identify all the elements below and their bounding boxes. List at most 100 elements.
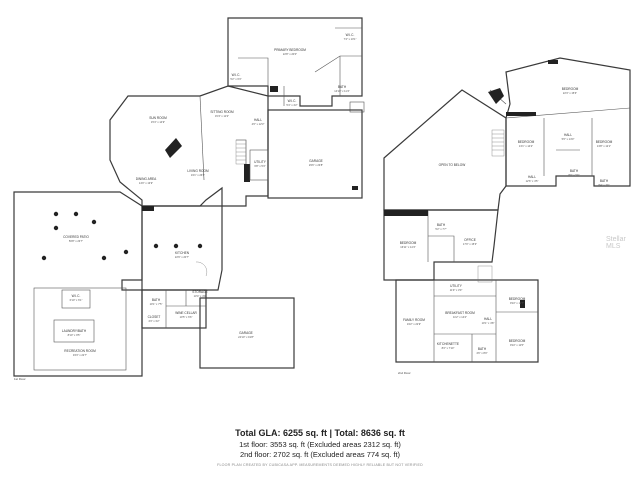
- room-name-garage-bottom: GARAGE: [239, 331, 253, 335]
- room-dim-wic-top: 7'4" x 10'1": [344, 37, 357, 41]
- room-dim-garage-top: 29'6" x 23'8": [309, 163, 323, 167]
- room-dim-covered-patio: 56'8" x 23'7": [69, 239, 83, 243]
- room-dim-bath-1: 10'1" x 7'5": [150, 302, 163, 306]
- room-dim-bedroom-left: 13'1" x 14'2": [519, 144, 533, 148]
- room-name-wine-cellar: WINE CELLAR: [175, 311, 197, 315]
- room-dim-utility-2: 11'9" x 3'0": [450, 288, 463, 292]
- room-name-bedroom-right: BEDROOM: [596, 140, 613, 144]
- room-name-sitting-room: SITTING ROOM: [210, 110, 234, 114]
- room-dim-hall-1: 4'6" x 12'3": [252, 122, 265, 126]
- total-area-line: Total GLA: 6255 sq. ft | Total: 8636 sq.…: [235, 428, 405, 438]
- first-floor-label: 1st Floor: [14, 377, 26, 381]
- room-name-hall-3: HALL: [528, 175, 536, 179]
- room-dim-utility-1: 6'8" x 5'3": [254, 164, 265, 168]
- room-dim-sitting-room: 15'4" x 11'3": [215, 114, 229, 118]
- room-name-sun-room: SUN ROOM: [149, 116, 167, 120]
- living-block-walls: [109, 85, 269, 207]
- room-dim-wine-cellar: 10'5" x 6'6": [180, 315, 193, 319]
- room-name-wic-mid: W.I.C.: [232, 73, 241, 77]
- open-to-below-walls: [383, 89, 507, 211]
- room-name-bath-1: BATH: [152, 298, 161, 302]
- room-name-bath-3: BATH: [600, 179, 609, 183]
- second-floor-area-line: 2nd floor: 2702 sq. ft (Excluded areas 7…: [239, 450, 401, 459]
- room-dim-bath-3: 8'4" x 7'6": [598, 183, 609, 187]
- first-floor-plan: PRIMARY BEDROOM 22'8" x 20'0" W.I.C. 7'4…: [13, 17, 365, 381]
- room-dim-garage-bottom: 24'10" x 19'8": [238, 335, 254, 339]
- room-dim-kitchen: 22'9" x 20'7": [175, 255, 189, 259]
- second-floor-labels: BEDROOM 22'3" x 15'6" BEDROOM 13'1" x 14…: [398, 87, 613, 375]
- garage-top-walls: [267, 109, 363, 199]
- room-dim-storage: 13'4" x 4'9": [194, 294, 207, 298]
- room-dim-bedroom-r2: 9'10" x 11'7": [510, 301, 524, 305]
- room-dim-living-room: 19'1" x 26'6": [191, 173, 205, 177]
- room-dim-breakfast-room: 11'2" x 14'4": [453, 315, 467, 319]
- room-dim-kitchenette: 8'2" x 7'10": [442, 346, 455, 350]
- room-name-bedroom-r2: BEDROOM: [509, 297, 526, 301]
- room-name-utility-1: UTILITY: [254, 160, 267, 164]
- room-name-wic-small: W.I.C.: [288, 99, 297, 103]
- room-dim-laundry-bath: 8'10" x 9'5": [68, 333, 81, 337]
- second-floor-lower-walls: [395, 279, 539, 363]
- room-name-family-room: FAMILY ROOM: [403, 318, 425, 322]
- room-name-bedroom-mid: BEDROOM: [400, 241, 417, 245]
- second-floor-upper-walls: [505, 57, 631, 187]
- room-name-primary-bedroom: PRIMARY BEDROOM: [274, 48, 306, 52]
- room-dim-recreation-room: 33'3" x 22'7": [73, 353, 87, 357]
- room-name-bedroom-r3: BEDROOM: [509, 339, 526, 343]
- room-dim-family-room: 19'2" x 22'9": [407, 322, 421, 326]
- room-dim-hall-3: 12'6" x 4'5": [526, 179, 539, 183]
- room-name-living-room: LIVING ROOM: [187, 169, 209, 173]
- service-rooms-walls: [141, 289, 207, 329]
- room-name-bedroom-left: BEDROOM: [518, 140, 535, 144]
- watermark-logo: Stellar MLS: [606, 236, 626, 250]
- room-name-utility-2: UTILITY: [450, 284, 463, 288]
- room-dim-bedroom-top: 22'3" x 15'6": [563, 91, 577, 95]
- room-name-dining-area: DINING AREA: [136, 177, 157, 181]
- room-name-garage-top: GARAGE: [309, 159, 323, 163]
- room-dim-hall-4: 10'1" x 4'8": [482, 321, 495, 325]
- room-dim-bath-primary: 14'10" x 11'4": [334, 89, 350, 93]
- second-floor-label: 2nd Floor: [398, 371, 411, 375]
- second-floor-plan: BEDROOM 22'3" x 15'6" BEDROOM 13'1" x 14…: [383, 57, 631, 375]
- room-name-closet-1: CLOSET: [148, 315, 161, 319]
- room-dim-bath-4: 5'2" x 7'7": [435, 227, 446, 231]
- room-name-kitchenette: KITCHENETTE: [437, 342, 459, 346]
- covered-patio-walls: [13, 191, 143, 377]
- room-dim-primary-bedroom: 22'8" x 20'0": [283, 52, 297, 56]
- room-dim-bedroom-mid: 16'11" x 14'4": [400, 245, 416, 249]
- room-name-hall-2: HALL: [564, 133, 572, 137]
- room-dim-hall-2: 5'6" x 14'0": [562, 137, 575, 141]
- room-name-storage: STORAGE: [192, 290, 208, 294]
- room-dim-bedroom-right: 13'8" x 12'1": [597, 144, 611, 148]
- room-name-bath-2: BATH: [570, 169, 579, 173]
- room-dim-office: 17'0" x 15'3": [463, 242, 477, 246]
- room-name-recreation-room: RECREATION ROOM: [64, 349, 96, 353]
- room-dim-bath-5: 4'6" x 8'0": [476, 351, 487, 355]
- room-name-breakfast-room: BREAKFAST ROOM: [445, 311, 475, 315]
- room-name-wic-top: W.I.C.: [346, 33, 355, 37]
- room-name-office: OFFICE: [464, 238, 476, 242]
- room-dim-closet-1: 4'3" x 3'2": [148, 319, 159, 323]
- credit-line: FLOOR PLAN CREATED BY CUBICASA APP. MEAS…: [217, 463, 423, 467]
- room-name-bath-5: BATH: [478, 347, 487, 351]
- room-name-hall-4: HALL: [484, 317, 492, 321]
- room-dim-wic-small: 5'4" x 4'2": [286, 103, 297, 107]
- room-dim-sun-room: 15'4" x 14'9": [151, 120, 165, 124]
- primary-suite-walls: [227, 17, 363, 107]
- room-dim-wic-mid: 5'2" x 6'3": [230, 77, 241, 81]
- room-name-kitchen: KITCHEN: [175, 251, 190, 255]
- room-name-bath-4: BATH: [437, 223, 446, 227]
- kitchen-walls: [141, 205, 223, 291]
- room-name-covered-patio: COVERED PATIO: [63, 235, 89, 239]
- room-name-laundry-bath: LAUNDRY/BATH: [62, 329, 87, 333]
- first-floor-area-line: 1st floor: 3553 sq. ft (Excluded areas 2…: [239, 440, 401, 449]
- room-dim-bath-2: 8'0" x 5'6": [568, 173, 579, 177]
- room-name-bath-primary: BATH: [338, 85, 347, 89]
- patio-columns: [41, 211, 203, 261]
- room-name-wic-patio: W.I.C.: [72, 294, 81, 298]
- room-name-hall-1: HALL: [254, 118, 262, 122]
- room-name-bedroom-top: BEDROOM: [562, 87, 579, 91]
- room-dim-bedroom-r3: 9'10" x 11'5": [510, 343, 524, 347]
- garage-bottom-walls: [199, 297, 295, 369]
